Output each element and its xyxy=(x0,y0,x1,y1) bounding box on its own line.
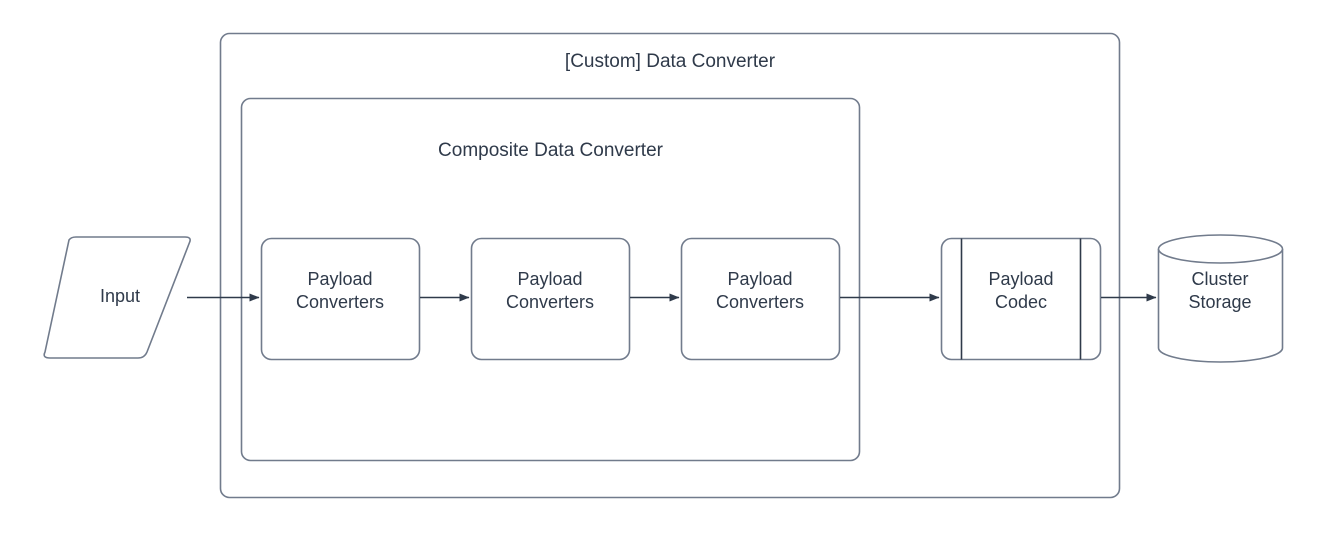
node-payload-converters-2-shape[interactable] xyxy=(470,237,631,361)
node-cluster-storage-shape[interactable] xyxy=(1157,234,1284,363)
node-payload-codec-shape[interactable] xyxy=(940,237,1102,361)
node-payload-converters-1-shape[interactable] xyxy=(260,237,421,361)
node-payload-converters-3-shape[interactable] xyxy=(680,237,841,361)
node-input-shape[interactable] xyxy=(43,236,191,359)
